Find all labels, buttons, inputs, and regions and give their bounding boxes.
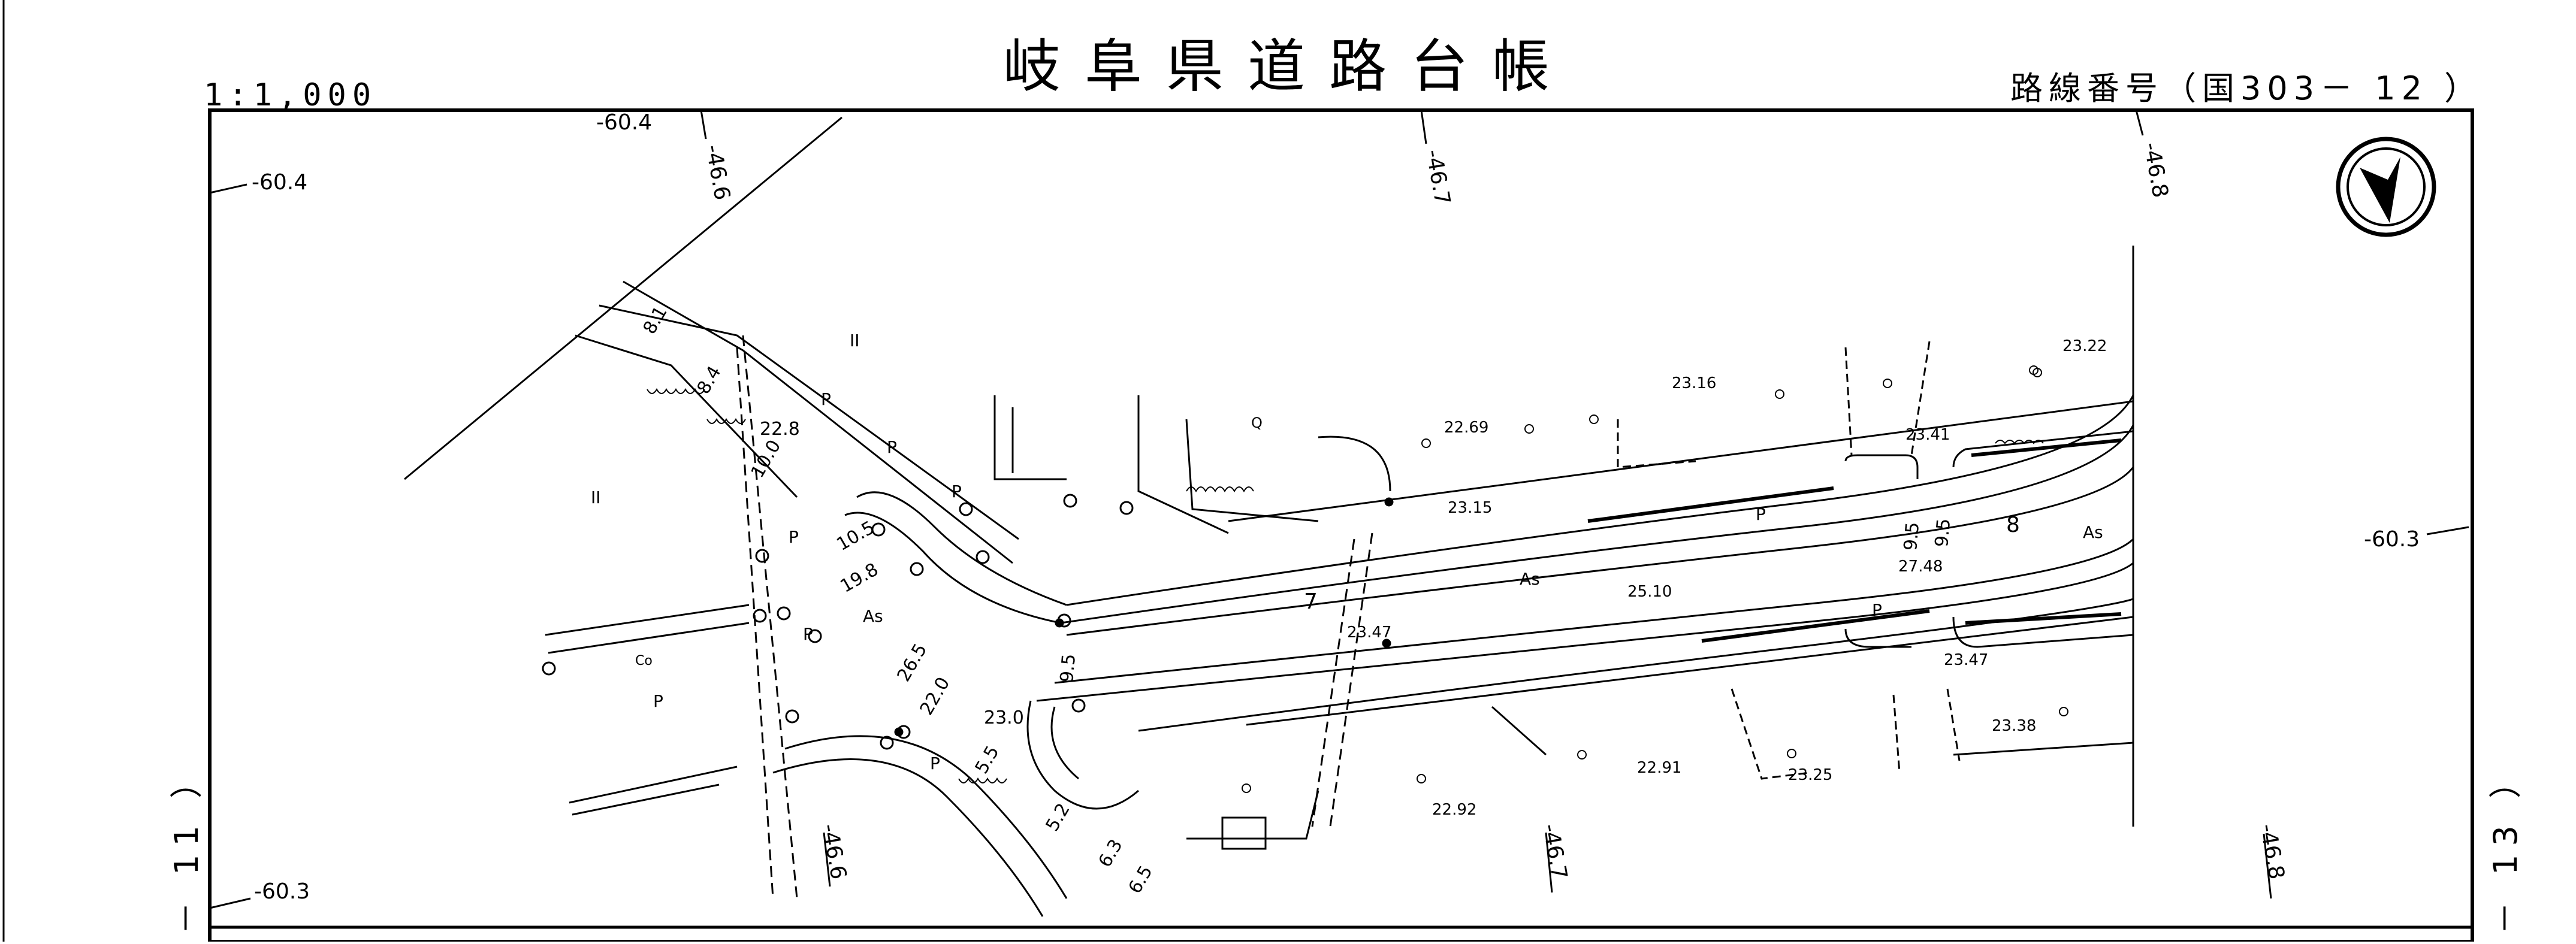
grid-label: -60.4 bbox=[252, 170, 307, 195]
grid-label: -46.7 bbox=[1421, 147, 1455, 207]
dimension-label: 5.2 bbox=[1042, 800, 1074, 835]
surface-label: P bbox=[803, 624, 813, 644]
tree-symbols bbox=[1242, 365, 2068, 793]
elevation-label: 22.92 bbox=[1432, 801, 1476, 819]
dimension-label: 6.5 bbox=[1125, 862, 1157, 897]
surface-label: Q bbox=[1251, 414, 1263, 431]
dimension-label: 9.5 bbox=[1931, 518, 1955, 548]
grid-coordinates bbox=[209, 110, 2469, 909]
grid-label: -46.7 bbox=[1538, 822, 1572, 881]
surface-label: Co bbox=[635, 653, 653, 668]
elevation-label: 23.38 bbox=[1992, 717, 2036, 735]
elevation-label: 23.15 bbox=[1448, 499, 1492, 517]
road-linework bbox=[404, 116, 2134, 917]
north-arrow-icon bbox=[2336, 137, 2436, 237]
dimension-label: 22.0 bbox=[916, 674, 955, 719]
surface-label: P bbox=[821, 389, 831, 409]
elevation-label: 27.48 bbox=[1898, 558, 1943, 576]
dimension-label: 9.5 bbox=[1900, 521, 1923, 552]
surface-label: As bbox=[863, 606, 883, 626]
right-adjacent-sheet: － 13 ） bbox=[2487, 758, 2524, 934]
elevation-label: 23.47 bbox=[1944, 651, 1988, 669]
curb-marks bbox=[1587, 438, 2122, 643]
scalloped-hedge bbox=[647, 388, 2044, 783]
dimension-label: 23.0 bbox=[984, 707, 1024, 728]
surface-label: 8 bbox=[2006, 513, 2020, 537]
dimension-label: 6.3 bbox=[1095, 836, 1127, 871]
grid-label: -46.8 bbox=[2255, 822, 2289, 881]
sheet-title: 岐阜県道路台帳 bbox=[1003, 33, 1574, 100]
surface-label: As bbox=[2083, 522, 2103, 542]
dimension-label: 22.8 bbox=[760, 419, 800, 440]
surface-label: P bbox=[952, 482, 962, 501]
grid-label: -60.3 bbox=[254, 879, 310, 904]
dimension-label: 9.5 bbox=[1056, 653, 1080, 683]
surface-label: P bbox=[887, 437, 897, 457]
left-adjacent-sheet: － 11 ） bbox=[168, 758, 206, 934]
grid-label: -60.3 bbox=[2364, 527, 2420, 552]
surface-label: II bbox=[850, 331, 860, 350]
dimension-label: 19.8 bbox=[837, 559, 882, 597]
dimension-label: 5.5 bbox=[971, 742, 1004, 777]
grid-label: -46.8 bbox=[2139, 140, 2173, 199]
surface-label: II bbox=[591, 488, 601, 507]
elevation-label: 23.16 bbox=[1672, 374, 1716, 392]
surface-label: P bbox=[789, 527, 799, 547]
grid-label: -60.4 bbox=[596, 110, 652, 135]
map-symbols bbox=[542, 494, 1394, 750]
surface-label: P bbox=[1872, 600, 1882, 620]
surface-label: P bbox=[930, 754, 940, 773]
dimension-label: 26.5 bbox=[893, 640, 932, 685]
elevation-label: 22.91 bbox=[1637, 759, 1681, 777]
elevation-label: 23.22 bbox=[2062, 337, 2107, 355]
surface-label: P bbox=[653, 691, 663, 711]
route-number: 路線番号（国303－ 12 ） bbox=[2010, 69, 2483, 107]
surface-label: 7 bbox=[1304, 589, 1318, 614]
surface-label: P bbox=[1756, 504, 1766, 524]
grid-label: -46.6 bbox=[700, 143, 735, 202]
elevation-label: 23.47 bbox=[1347, 624, 1391, 642]
grid-label: -46.6 bbox=[817, 822, 851, 881]
elevation-label: 25.10 bbox=[1627, 583, 1672, 601]
elevation-label: 23.25 bbox=[1788, 766, 1832, 784]
scale-label: 1:1,000 bbox=[204, 77, 377, 113]
dimension-label: 8.1 bbox=[639, 302, 672, 338]
elevation-label: 23.41 bbox=[1905, 426, 1950, 444]
dimension-label: 10.5 bbox=[833, 517, 878, 555]
surface-label: As bbox=[1520, 569, 1540, 589]
elevation-label: 22.69 bbox=[1444, 419, 1488, 437]
